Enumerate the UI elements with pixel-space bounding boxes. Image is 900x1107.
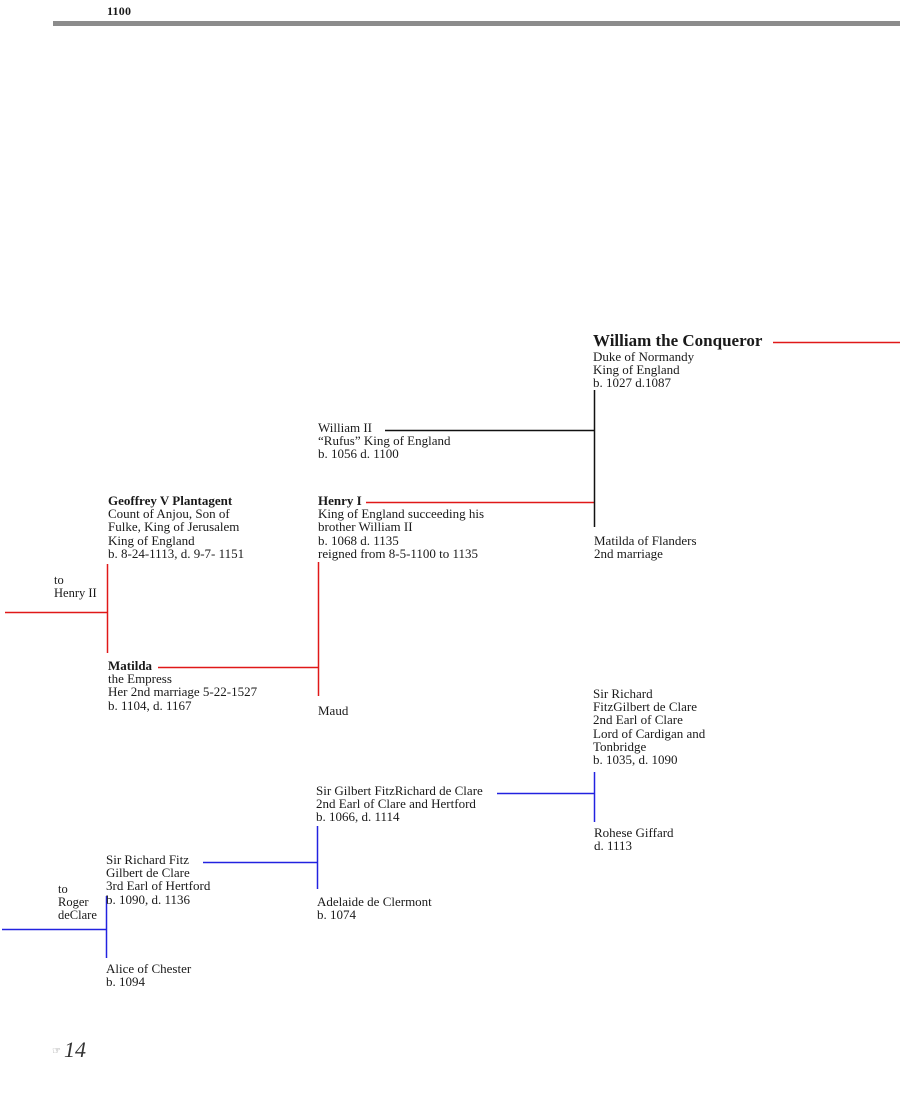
- note-to-roger-declare: to Roger deClare: [58, 883, 97, 922]
- page-number-text: 14: [63, 1037, 86, 1062]
- person-detail: b. 1074: [317, 907, 356, 923]
- person-adelaide-de-clermont: Adelaide de Clermont b. 1074: [317, 894, 432, 923]
- person-detail: b. 1068 d. 1135: [318, 532, 399, 548]
- person-alice-of-chester: Alice of Chester b. 1094: [106, 961, 192, 990]
- person-detail: reigned from 8-5-1100 to 1135: [318, 545, 479, 561]
- note-line: Roger: [58, 895, 89, 909]
- person-detail: b. 1066, d. 1114: [316, 809, 400, 825]
- person-detail: b. 1056 d. 1100: [318, 446, 399, 462]
- hand-pointer-icon: ☞: [52, 1046, 61, 1058]
- person-name: William the Conqueror: [593, 331, 763, 350]
- person-name: Matilda: [108, 658, 153, 673]
- person-name: Matilda of Flanders: [594, 533, 697, 548]
- person-detail: Duke of Normandy: [593, 349, 695, 364]
- person-name: Maud: [318, 703, 349, 718]
- person-detail: b. 1035, d. 1090: [593, 752, 678, 768]
- person-detail: b. 1104, d. 1167: [108, 697, 192, 713]
- person-sir-richard-fitz-3rd-earl: Sir Richard Fitz Gilbert de Clare 3rd Ea…: [106, 853, 210, 906]
- note-to-henry-ii: to Henry II: [54, 574, 97, 600]
- note-line: Henry II: [54, 586, 97, 600]
- person-name: Geoffrey V Plantagent: [108, 493, 233, 508]
- person-detail: 3rd Earl of Hertford: [106, 878, 211, 894]
- person-detail: brother William II: [318, 519, 413, 535]
- person-detail: FitzGilbert de Clare: [593, 699, 697, 715]
- person-detail: b. 8-24-1113, d. 9-7- 1151: [108, 545, 245, 561]
- person-detail: Her 2nd marriage 5-22-1527: [108, 684, 258, 700]
- person-sir-richard-fitzgilbert: Sir Richard FitzGilbert de Clare 2nd Ear…: [593, 687, 705, 766]
- person-detail: Gilbert de Clare: [106, 865, 190, 881]
- person-detail: Fulke, King of Jerusalem: [108, 519, 240, 535]
- person-name: Alice of Chester: [106, 961, 192, 976]
- person-name: Rohese Giffard: [594, 825, 674, 840]
- person-detail: 2nd Earl of Clare: [593, 712, 683, 728]
- person-detail: the Empress: [108, 671, 172, 687]
- person-matilda-the-empress: Matilda the Empress Her 2nd marriage 5-2…: [108, 659, 257, 712]
- person-geoffrey-v: Geoffrey V Plantagent Count of Anjou, So…: [108, 494, 244, 560]
- person-sir-gilbert-fitzrichard: Sir Gilbert FitzRichard de Clare 2nd Ear…: [316, 784, 483, 824]
- person-detail: King of England: [108, 532, 195, 548]
- person-detail: b. 1090, d. 1136: [106, 891, 191, 907]
- person-detail: Tonbridge: [593, 738, 647, 754]
- page-number: ☞14: [52, 1037, 86, 1063]
- note-line: deClare: [58, 908, 97, 922]
- timeline-bar: [53, 21, 900, 26]
- person-detail: b. 1027 d.1087: [593, 375, 671, 391]
- person-william-ii: William II “Rufus” King of England b. 10…: [318, 421, 451, 461]
- note-line: to: [58, 882, 68, 896]
- person-maud: Maud: [318, 704, 348, 717]
- person-name: William II: [318, 420, 372, 435]
- person-name: Sir Richard Fitz: [106, 852, 190, 867]
- person-name: Sir Richard: [593, 686, 653, 701]
- person-detail: King of England: [593, 362, 680, 378]
- year-heading: 1100: [107, 4, 132, 18]
- note-line: to: [54, 573, 64, 587]
- person-detail: Lord of Cardigan and: [593, 725, 706, 741]
- person-name: Henry I: [318, 493, 362, 508]
- person-detail: d. 1113: [594, 838, 633, 854]
- person-william-the-conqueror: William the Conqueror Duke of Normandy K…: [593, 331, 762, 390]
- person-detail: Count of Anjou, Son of: [108, 506, 230, 522]
- person-detail: b. 1094: [106, 974, 145, 990]
- person-matilda-of-flanders: Matilda of Flanders 2nd marriage: [594, 533, 697, 562]
- person-detail: King of England succeeding his: [318, 506, 485, 522]
- person-name: Sir Gilbert FitzRichard de Clare: [316, 783, 483, 798]
- person-detail: “Rufus” King of England: [318, 433, 451, 449]
- person-henry-i: Henry I King of England succeeding his b…: [318, 494, 484, 560]
- person-detail: 2nd Earl of Clare and Hertford: [316, 796, 476, 812]
- person-detail: 2nd marriage: [594, 546, 663, 562]
- person-name: Adelaide de Clermont: [317, 894, 432, 909]
- person-rohese-giffard: Rohese Giffard d. 1113: [594, 825, 674, 854]
